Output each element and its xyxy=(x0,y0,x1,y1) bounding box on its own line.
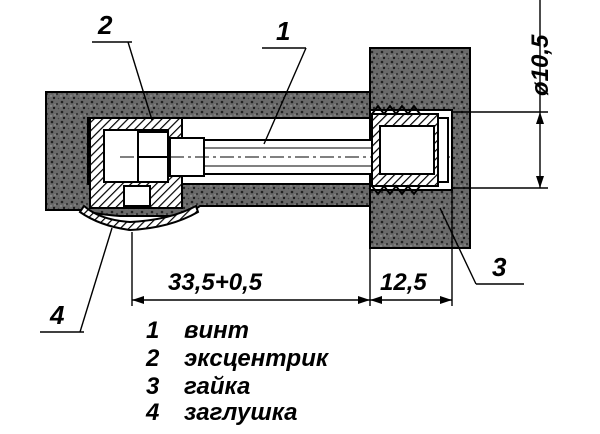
legend-num-1: 1 xyxy=(146,317,159,344)
legend-num-2: 2 xyxy=(145,345,160,372)
callouts: 1 2 3 4 xyxy=(40,10,524,333)
legend-num-4: 4 xyxy=(145,399,159,426)
legend-text-3: гайка xyxy=(184,373,250,400)
legend: 1 винт 2 эксцентрик 3 гайка 4 заглушка xyxy=(145,317,330,426)
diameter-label: ø10,5 xyxy=(527,34,554,96)
callout-1: 1 xyxy=(276,16,290,46)
plug-cap xyxy=(78,204,200,232)
callout-2: 2 xyxy=(97,10,113,40)
callout-3: 3 xyxy=(492,252,507,282)
callout-4: 4 xyxy=(49,300,65,330)
legend-num-3: 3 xyxy=(146,373,160,400)
legend-text-2: эксцентрик xyxy=(184,345,330,372)
nut-part xyxy=(371,104,449,196)
diameter-dimension: ø10,5 xyxy=(452,0,554,189)
legend-text-1: винт xyxy=(184,317,249,344)
length-b-label: 12,5 xyxy=(380,269,427,296)
length-a-label: 33,5+0,5 xyxy=(168,269,263,296)
length-dimensions: 33,5+0,5 12,5 xyxy=(131,190,453,306)
legend-text-4: заглушка xyxy=(184,399,298,426)
